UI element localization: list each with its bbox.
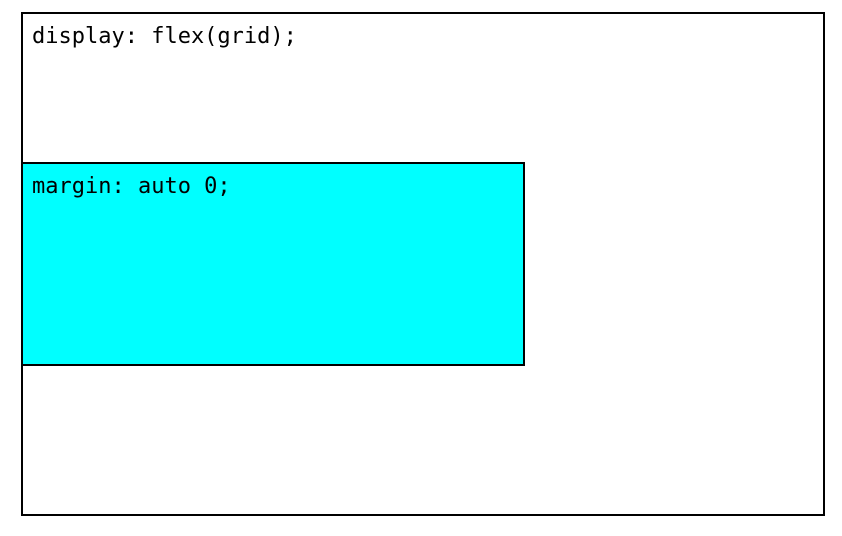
child-item-box: margin: auto 0; <box>23 162 525 366</box>
container-css-label: display: flex(grid); <box>32 24 297 49</box>
flex-container-box: display: flex(grid); margin: auto 0; <box>21 12 825 516</box>
child-css-label: margin: auto 0; <box>32 174 231 199</box>
